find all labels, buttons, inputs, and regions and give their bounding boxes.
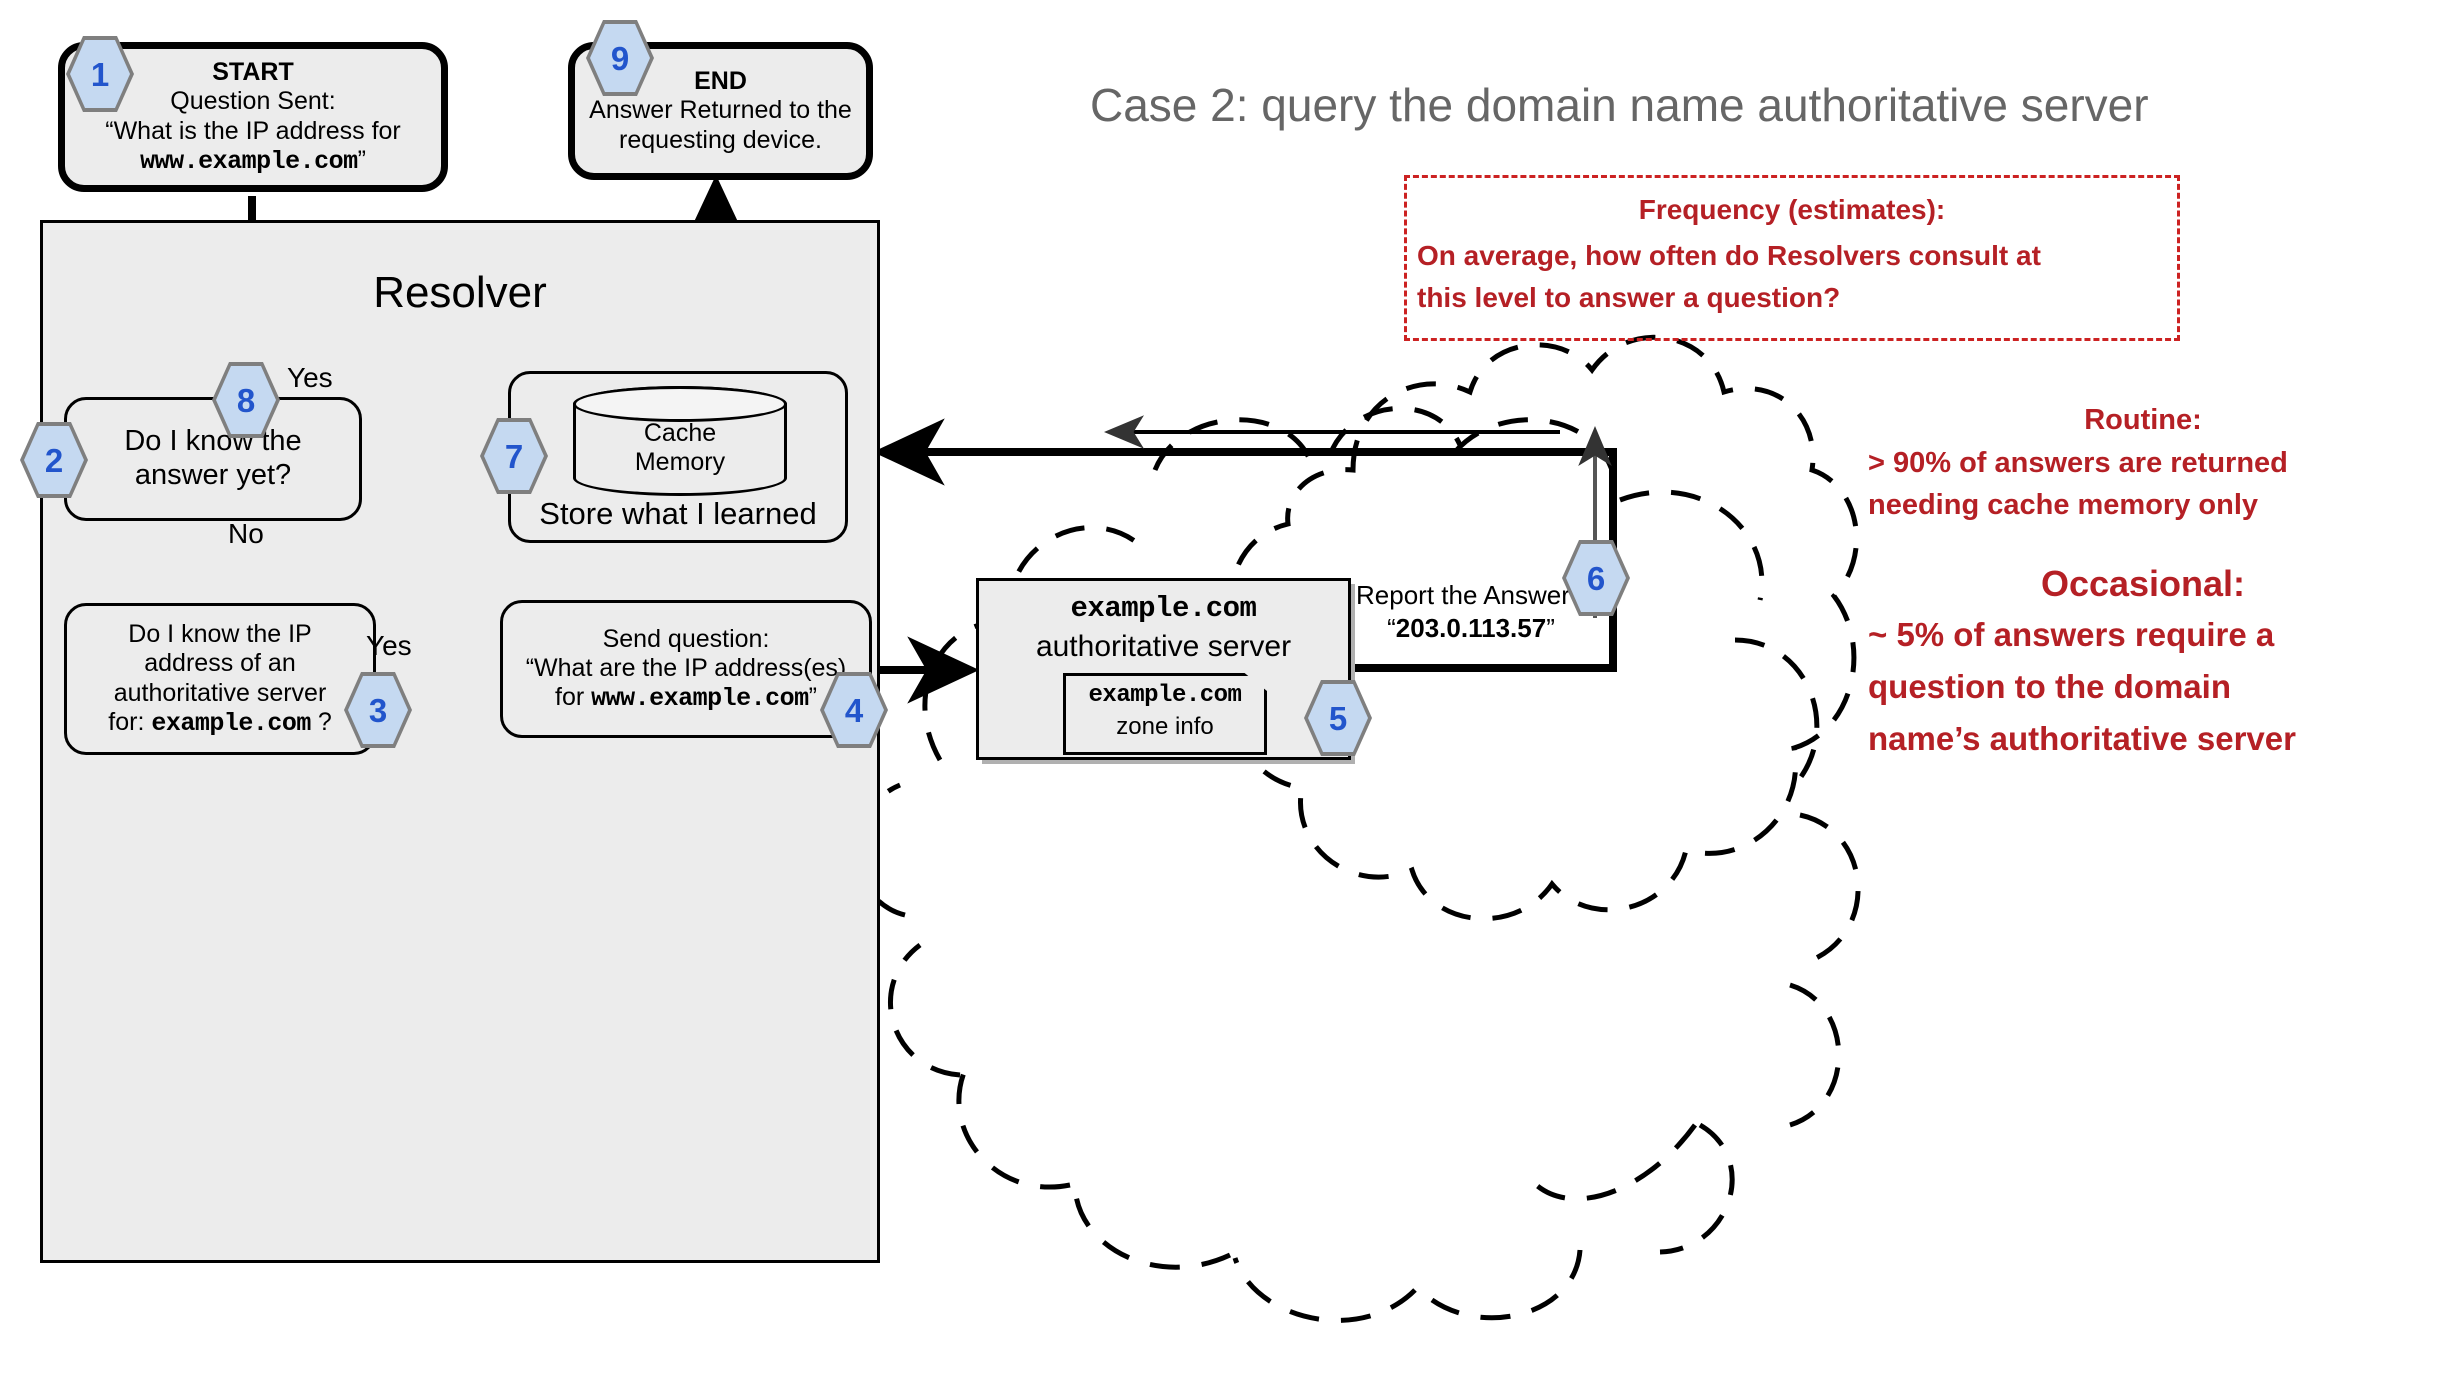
question2-domain: example.com [151,708,311,738]
step-badge-1-number: 1 [70,40,130,108]
send-quote-close: ” [808,683,817,712]
step-badge-1: 1 [66,36,134,112]
question1-line1: Do I know the [124,425,302,458]
start-heading: START [212,58,294,86]
send-question-box: Send question: “What are the IP address(… [500,600,872,738]
page-title: Case 2: query the domain name authoritat… [1090,79,2149,131]
occasional-line2: question to the domain [1868,668,2231,705]
question2-line3: authoritative server [113,678,327,707]
report-answer-label: Report the Answer [1356,580,1570,610]
end-line3: requesting device. [619,125,822,154]
internet-cloud-outline-extra [854,405,1861,1323]
auth-server-domain: example.com [1070,592,1257,625]
cache-line2: Memory [634,448,726,476]
frequency-callout-box: Frequency (estimates): On average, how o… [1404,175,2180,341]
routine-line1: > 90% of answers are returned [1868,447,2288,479]
start-domain: www.example.com [140,146,358,176]
authoritative-server-box: example.com authoritative server example… [976,578,1351,760]
step-badge-3: 3 [344,672,412,748]
database-cylinder-icon: Cache Memory [573,386,787,496]
occasional-line3: name’s authoritative server [1868,720,2296,757]
routine-heading: Routine: [2084,404,2202,436]
question1-box: Do I know the answer yet? [64,397,362,521]
end-line2: Answer Returned to the [589,96,852,125]
frequency-line2: On average, how often do Resolvers consu… [1417,240,2041,271]
zone-domain: example.com [1088,682,1242,709]
label-yes-question2: Yes [366,630,412,661]
start-line2: Question Sent: [170,87,336,116]
question2-box: Do I know the IP address of an authorita… [64,603,376,755]
start-line4: www.example.com” [140,146,366,176]
end-heading: END [694,67,747,96]
occasional-line1: ~ 5% of answers require a [1868,616,2275,653]
step-badge-2-number: 2 [24,426,84,494]
auth-server-role: authoritative server [1035,630,1292,663]
report-quote-open: “ [1387,613,1396,643]
send-domain: www.example.com [591,684,809,714]
start-box: START Question Sent: “What is the IP add… [58,42,448,192]
zone-info-document-icon: example.com zone info [1063,673,1267,755]
question2-line2: address of an [144,649,296,678]
step-badge-9-number: 9 [590,24,650,92]
step-badge-3-number: 3 [348,676,408,744]
question2-line4: for: example.com ? [108,708,331,738]
step-badge-5-number: 5 [1308,684,1368,752]
start-line3: “What is the IP address for [105,116,401,145]
question2-qmark: ? [310,707,332,736]
send-line1: Send question: [602,624,770,653]
routine-line2: needing cache memory only [1868,489,2259,521]
send-line2: “What are the IP address(es) [525,653,847,682]
step-badge-8-number: 8 [216,366,276,434]
label-no-question1: No [228,518,264,549]
question1-line2: answer yet? [134,459,292,491]
step-badge-6-number: 6 [1566,544,1626,612]
send-line3: for www.example.com” [555,683,817,713]
resolver-title: Resolver [373,268,547,317]
report-ip: 203.0.113.57 [1395,613,1547,643]
question2-for-prefix: for: [108,707,152,736]
report-quote-close: ” [1546,613,1555,643]
occasional-heading: Occasional: [2040,563,2246,604]
question2-line1: Do I know the IP [128,620,312,648]
label-yes-question1: Yes [287,362,333,393]
report-answer-value: “203.0.113.57” [1356,613,1586,644]
step-badge-7-number: 7 [484,422,544,490]
zone-label: zone info [1116,713,1214,740]
send-for-prefix: for [555,683,592,712]
frequency-line3: this level to answer a question? [1417,282,1841,313]
step-badge-4-number: 4 [824,676,884,744]
start-quote-close: ” [357,145,366,174]
cache-line1: Cache [643,419,717,448]
frequency-heading: Frequency (estimates): [1638,194,1946,225]
cache-caption: Store what I learned [539,496,817,531]
cache-memory-box: Cache Memory Store what I learned [508,371,848,543]
